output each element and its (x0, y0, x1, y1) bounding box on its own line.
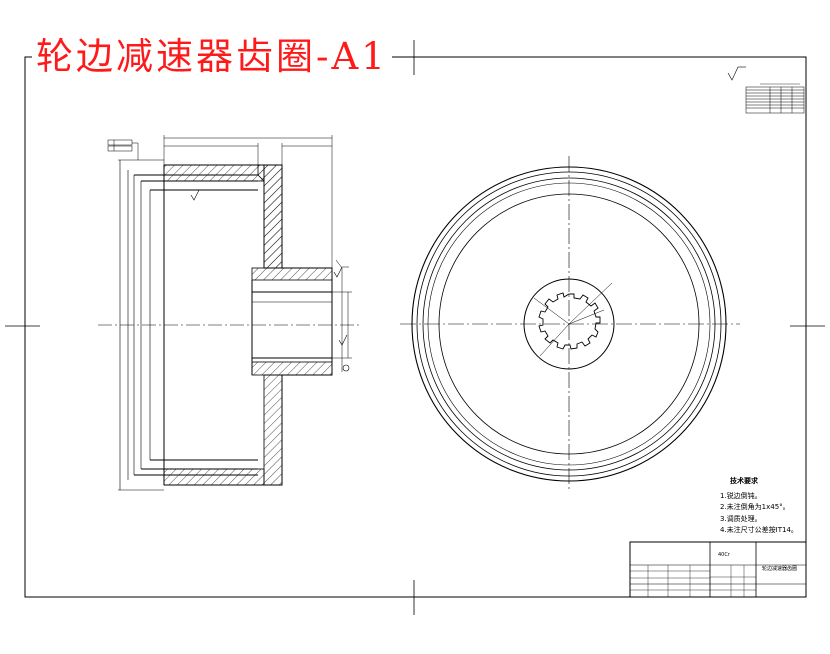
title-block-material: 40Cr (718, 552, 730, 558)
tech-requirement-item: 3.调质处理。 (720, 514, 762, 523)
section-view (98, 135, 360, 491)
tech-requirement-item: 1.锐边倒钝。 (720, 492, 762, 501)
tech-requirement-item: 2.未注倒角为1x45°。 (720, 503, 790, 512)
roughness-symbol (727, 66, 746, 81)
front-view (400, 156, 740, 492)
title-block-grid (629, 541, 807, 598)
centering-marks (5, 40, 825, 615)
spline-bore (538, 292, 601, 350)
drawing-title: 轮边减速器齿圈-A1 (32, 38, 392, 75)
tech-requirements-heading: 技术要求 (730, 477, 758, 485)
gear-parameter-table (745, 86, 805, 114)
tech-requirement-item: 4.未注尺寸公差按IT14。 (720, 525, 798, 534)
drawing-border (24, 56, 807, 598)
title-block-part-name: 轮边减速器齿圈 (762, 566, 798, 572)
technical-requirements: 技术要求 1.锐边倒钝。 2.未注倒角为1x45°。 3.调质处理。 4.未注尺… (720, 476, 798, 536)
section-hatch (164, 165, 332, 280)
